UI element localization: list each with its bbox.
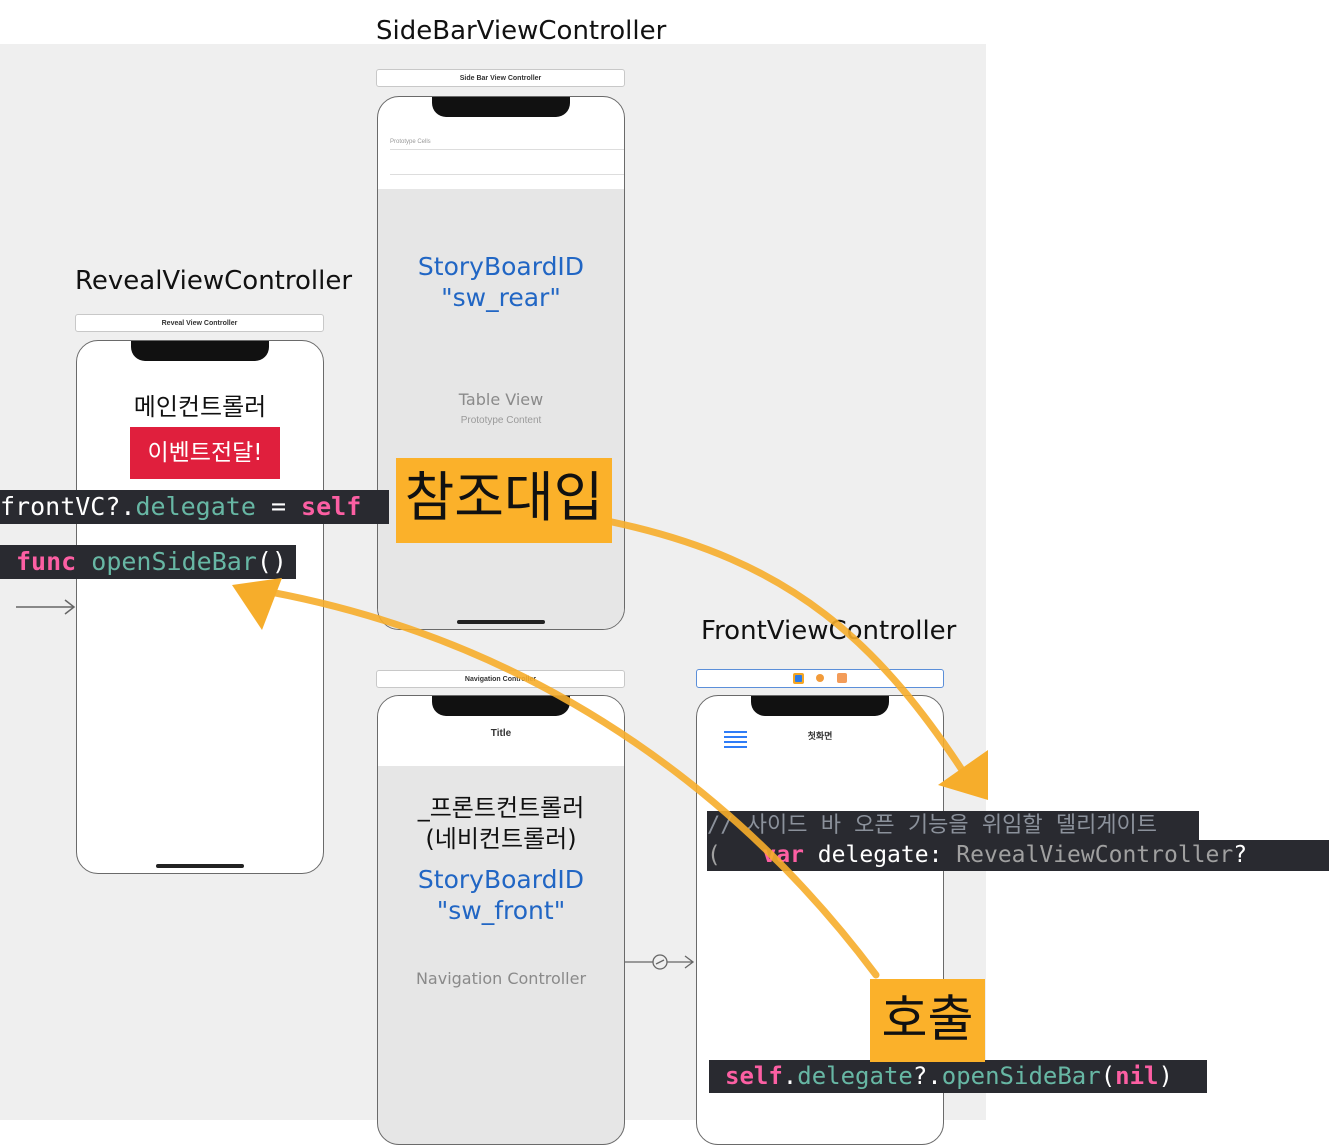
code-keyword-self: self [725,1062,783,1090]
table-view-label: Table View [458,390,544,409]
sidebar-scene-title: SideBarViewController [376,16,667,46]
root-segue[interactable] [625,950,697,979]
code-open: ( [1100,1062,1116,1090]
code-keyword: func [16,547,77,576]
home-indicator [457,620,545,624]
code-func-name: openSideBar [91,547,257,576]
prototype-cell[interactable] [390,174,624,175]
code-parens: () [256,547,287,576]
storyboard-id-value: "sw_rear" [441,283,561,312]
code-name: delegate [803,842,929,868]
code-nil: nil [1115,1062,1159,1090]
nav-controller-label: Navigation Controller [415,969,587,988]
front-controller-label-2: (네비컨트롤러) [425,825,577,853]
code-optional: ?. [912,1062,942,1090]
main-controller-label: 메인컨트롤러 [133,393,267,421]
code-method: openSideBar [941,1062,1101,1090]
code-prop: delegate [135,492,256,521]
notch [751,696,889,716]
hamburger-menu-icon[interactable] [724,731,747,748]
front-scene-title: FrontViewController [701,616,957,646]
front-controller-label-1: _프론트컨트롤러 [417,794,585,822]
reveal-scene-bar[interactable]: Reveal View Controller [75,314,324,332]
notch [432,97,570,117]
storyboard-id-label: StoryBoardID [417,865,585,894]
storyboard-id-label: StoryBoardID [417,252,585,281]
nav-title: Title [490,728,512,739]
code-keyword: var [762,842,804,868]
notch [131,341,269,361]
nav-title: 첫화면 [807,731,833,741]
reveal-scene-phone[interactable]: 메인컨트롤러 이벤트전달! [76,340,324,874]
home-indicator [156,864,244,868]
code-close: ) [1158,1062,1173,1090]
first-responder-icon[interactable] [816,674,824,682]
code-comment-text: // 사이드 바 오픈 기능을 위임할 델리게이트 [707,813,1158,838]
exit-icon[interactable] [837,673,847,683]
notch [432,696,570,716]
reference-assign-label: 참조대입 [396,458,612,543]
code-delegate-decl: ( var delegate: RevealViewController? [707,840,1329,871]
event-label: 이벤트전달! [130,427,280,479]
navigation-scene-phone[interactable]: Title _프론트컨트롤러 (네비컨트롤러) StoryBoardID "sw… [377,695,625,1145]
code-comment: // 사이드 바 오픈 기능을 위임할 델리게이트 [707,811,1199,840]
navigation-scene-bar[interactable]: Navigation Controller [376,670,625,688]
code-optional: ? [1233,842,1248,868]
sidebar-scene-bar[interactable]: Side Bar View Controller [376,69,625,87]
view-controller-icon[interactable] [793,673,804,684]
reveal-scene-title: RevealViewController [75,266,353,296]
front-scene-bar[interactable] [696,669,944,688]
code-keyword: self [301,492,362,521]
prototype-cells-label: Prototype Cells [390,139,431,145]
sidebar-scene-phone[interactable]: Prototype Cells StoryBoardID "sw_rear" T… [377,96,625,630]
code-lead: ( [707,842,721,868]
code-colon: : [928,842,957,868]
code-call: self.delegate?.openSideBar(nil) [709,1060,1207,1093]
code-dot: . [782,1062,798,1090]
table-view-area[interactable]: StoryBoardID "sw_rear" Table View Protot… [378,189,624,629]
code-prop: delegate [797,1062,913,1090]
code-delegate-assign: frontVC?.delegate = self [0,490,389,524]
code-type: RevealViewController [956,842,1234,868]
storyboard-id-value: "sw_front" [436,896,566,925]
table-view-sub: Prototype Content [460,415,542,426]
initial-vc-arrow [16,598,78,621]
code-var: frontVC?. [0,492,136,521]
code-op: = [255,492,302,521]
invoke-label: 호출 [870,979,985,1062]
code-func-decl: func openSideBar() [0,545,296,579]
prototype-cell-separator [390,149,624,150]
